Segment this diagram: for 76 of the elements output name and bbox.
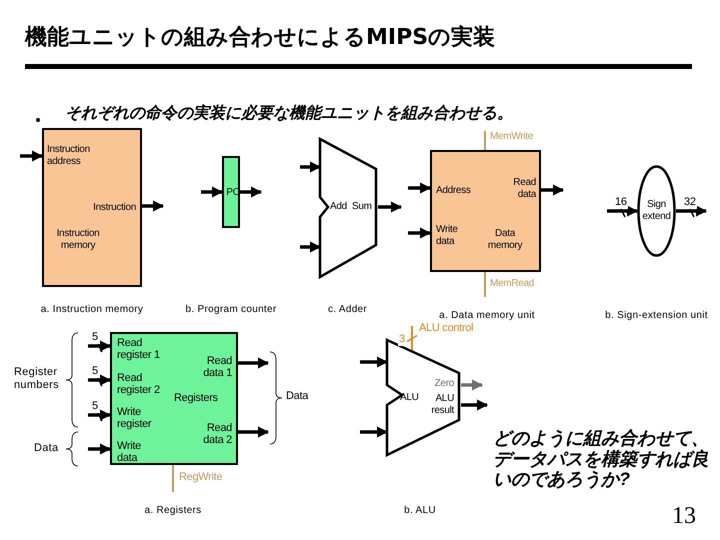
unit-caption: b. ALU xyxy=(403,505,437,516)
control-signal-label: RegWrite xyxy=(179,471,222,484)
unit-caption: b. Program counter xyxy=(184,304,278,316)
control-line xyxy=(484,131,486,150)
unit-text: Add xyxy=(330,201,347,213)
arrow xyxy=(300,161,322,173)
unit-text: Data memory xyxy=(486,228,524,252)
adder-shape xyxy=(318,137,378,279)
arrow xyxy=(360,356,388,368)
arrow xyxy=(461,399,488,411)
control-signal-label: ALU control xyxy=(419,322,474,336)
page-number: 13 xyxy=(672,503,696,531)
edge-label: 32 xyxy=(683,196,697,210)
unit-text: Write data xyxy=(117,441,142,464)
arrow xyxy=(238,357,270,369)
slide-title: 機能ユニットの組み合わせによるMIPSの実装 xyxy=(25,24,496,52)
unit-text: Write register xyxy=(117,407,152,430)
edge-label: 3 xyxy=(398,333,406,346)
unit-caption: a. Instruction memory xyxy=(40,304,144,316)
arrow xyxy=(201,186,224,198)
arrow xyxy=(88,409,112,421)
unit-text: Write data xyxy=(436,224,459,248)
unit-caption: a. Registers xyxy=(144,505,202,516)
arrow xyxy=(88,340,112,352)
edge-label: 5 xyxy=(91,365,99,378)
question-text: どのように組み合わせて、データパスを構築すれば良いのであろうか? xyxy=(493,428,710,490)
arrow xyxy=(88,443,112,455)
control-line xyxy=(484,272,486,297)
arrow xyxy=(607,205,638,217)
unit-text: ALU result xyxy=(430,393,454,417)
control-signal-label: MemWrite xyxy=(490,131,533,143)
arrow xyxy=(300,241,322,253)
arrow xyxy=(88,374,112,386)
unit-text: Data xyxy=(286,390,308,404)
arrow xyxy=(541,184,564,196)
sign-extend-ellipse xyxy=(637,165,676,257)
arrow xyxy=(676,205,708,217)
memory-block xyxy=(42,128,142,287)
bus-group-label: Register numbers xyxy=(14,366,60,392)
unit-text: Read register 2 xyxy=(117,373,161,396)
arrow xyxy=(408,182,432,194)
arrow xyxy=(240,186,262,198)
edge-label: 5 xyxy=(91,331,99,344)
control-line xyxy=(411,326,413,351)
unit-text: Sign extend xyxy=(641,199,672,223)
arrow xyxy=(142,200,164,212)
unit-text: Read data 1 xyxy=(202,356,232,380)
unit-text: Zero xyxy=(434,378,454,390)
unit-text: Address xyxy=(436,185,471,197)
edge-label: 5 xyxy=(91,400,99,414)
unit-text: Read data xyxy=(512,177,536,201)
unit-text: Instruction address xyxy=(47,144,91,168)
unit-caption: b. Sign-extension unit xyxy=(604,310,709,322)
control-line xyxy=(172,465,174,492)
unit-text: Registers xyxy=(174,393,218,405)
register-file-block xyxy=(110,332,238,465)
edge-label: 16 xyxy=(614,196,628,210)
arrow xyxy=(461,379,484,391)
arrow xyxy=(20,150,44,162)
subtitle: それぞれの命令の実装に必要な機能ユニットを組み合わせる。 xyxy=(65,105,513,124)
unit-text: Sum xyxy=(352,201,372,213)
register-block xyxy=(222,156,240,228)
arrow xyxy=(378,201,402,213)
control-signal-label: MemRead xyxy=(490,278,534,290)
unit-text: Instruction memory xyxy=(56,228,100,252)
memory-block xyxy=(430,150,541,272)
bus-group-label: Data xyxy=(34,442,58,455)
unit-text: ALU xyxy=(400,392,419,404)
arrow xyxy=(238,426,270,438)
arrow xyxy=(360,426,388,438)
unit-text: Read data 2 xyxy=(202,423,232,446)
unit-text: Instruction xyxy=(92,202,136,214)
unit-caption: c. Adder xyxy=(326,304,368,316)
unit-caption: a. Data memory unit xyxy=(438,310,536,322)
arrow xyxy=(408,227,432,239)
unit-text: Read register 1 xyxy=(117,338,161,362)
